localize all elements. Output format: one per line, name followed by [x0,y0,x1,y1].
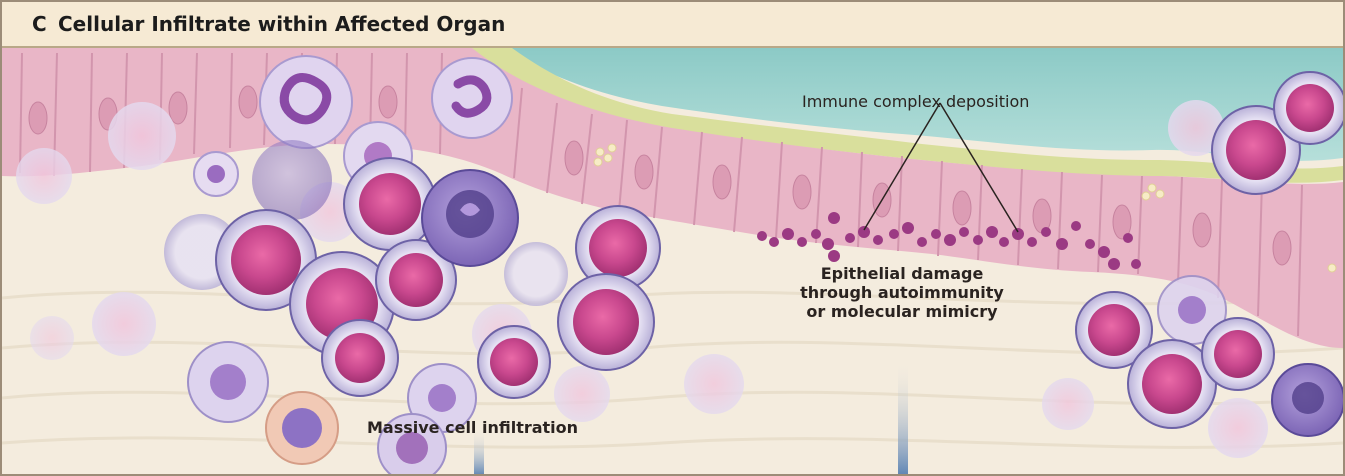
panel-title: Cellular Infiltrate within Affected Orga… [58,12,505,36]
epithelial-damage-line-1: Epithelial damage [782,264,1022,283]
panel-letter: C [32,12,47,36]
tissue-illustration: Immune complex deposition Epithelial dam… [2,48,1343,476]
immune-complex-label: Immune complex deposition [802,92,1029,111]
massive-infiltration-label: Massive cell infiltration [367,418,578,437]
panel-header: C Cellular Infiltrate within Affected Or… [2,2,1343,48]
tissue-svg [2,48,1343,476]
epithelial-damage-label: Epithelial damage through autoimmunity o… [782,264,1022,321]
epithelial-damage-line-3: or molecular mimicry [782,302,1022,321]
epithelial-damage-line-2: through autoimmunity [782,283,1022,302]
epithelial-damage-pointer [898,358,908,476]
